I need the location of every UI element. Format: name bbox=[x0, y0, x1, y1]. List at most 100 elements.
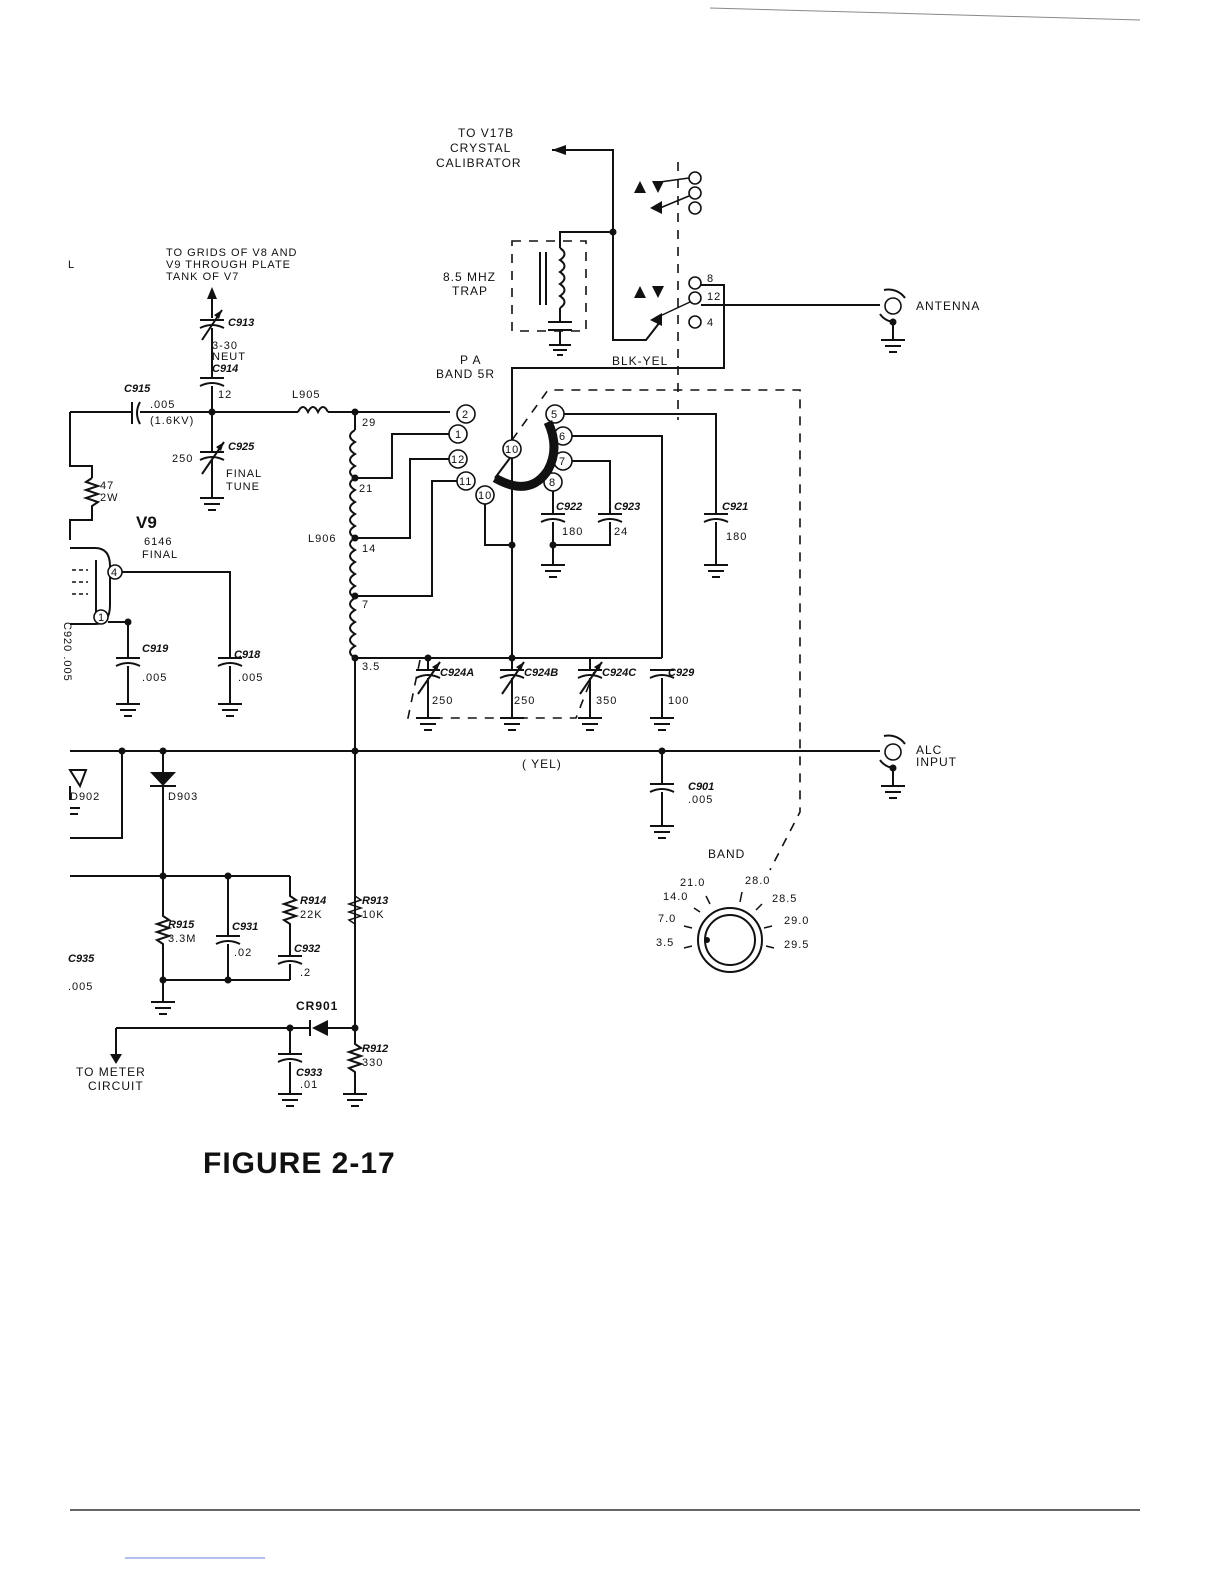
svg-text:C913: C913 bbox=[228, 317, 254, 329]
arrow-to-grids bbox=[207, 287, 217, 299]
svg-text:250: 250 bbox=[514, 695, 535, 707]
svg-text:3.5: 3.5 bbox=[656, 937, 674, 949]
svg-text:.2: .2 bbox=[300, 967, 311, 979]
svg-text:C924B: C924B bbox=[524, 667, 558, 679]
svg-text:.005: .005 bbox=[68, 981, 93, 993]
r912-resistor: R912 330 bbox=[343, 1028, 388, 1107]
wire-detector-ground bbox=[162, 979, 290, 1002]
svg-text:L905: L905 bbox=[292, 389, 320, 401]
svg-text:V9: V9 bbox=[136, 513, 157, 532]
svg-text:11: 11 bbox=[459, 476, 472, 488]
antenna-label: ANTENNA bbox=[916, 299, 980, 313]
c924c-capacitor: C924C 350 bbox=[577, 658, 637, 731]
svg-text:28.5: 28.5 bbox=[772, 893, 797, 905]
c913-capacitor: C913 3-30 NEUT bbox=[199, 309, 254, 378]
wire-pin5 bbox=[564, 413, 717, 514]
svg-text:TO V17B: TO V17B bbox=[458, 126, 514, 140]
c932-capacitor: C932 .2 bbox=[277, 943, 320, 980]
svg-text:14.0: 14.0 bbox=[663, 891, 688, 903]
svg-text:C924A: C924A bbox=[440, 667, 474, 679]
svg-text:6146: 6146 bbox=[144, 536, 172, 548]
svg-text:C923: C923 bbox=[614, 501, 640, 513]
v9-tube: V9 6146 FINAL 4 1 bbox=[70, 513, 231, 658]
ground-detector bbox=[151, 1001, 175, 1015]
wire-pin7 bbox=[572, 460, 611, 514]
svg-text:21: 21 bbox=[359, 483, 373, 495]
blk-yel-label: BLK-YEL bbox=[612, 354, 668, 368]
svg-text:2: 2 bbox=[462, 409, 469, 421]
svg-text:5: 5 bbox=[551, 409, 558, 421]
svg-text:CALIBRATOR: CALIBRATOR bbox=[436, 156, 522, 170]
svg-text:100: 100 bbox=[668, 695, 689, 707]
svg-text:TO METER: TO METER bbox=[76, 1065, 146, 1079]
svg-text:BAND: BAND bbox=[708, 847, 745, 861]
svg-text:C922: C922 bbox=[556, 501, 582, 513]
svg-text:INPUT: INPUT bbox=[916, 755, 957, 769]
band-switch-wiper bbox=[492, 420, 559, 491]
svg-text:.005: .005 bbox=[142, 672, 167, 684]
svg-text:.01: .01 bbox=[300, 1079, 318, 1091]
l905-inductor: L905 bbox=[212, 389, 355, 415]
relay-lower: 8 12 4 bbox=[634, 273, 720, 329]
to-meter-label: TO METER CIRCUIT bbox=[76, 1065, 146, 1093]
svg-text:29: 29 bbox=[362, 417, 376, 429]
svg-text:C929: C929 bbox=[668, 667, 695, 679]
c931-capacitor: C931 .02 bbox=[215, 876, 258, 980]
svg-text:3.5: 3.5 bbox=[362, 661, 380, 673]
pa-band-label: P A BAND 5R bbox=[436, 353, 495, 381]
svg-text:7: 7 bbox=[559, 456, 566, 468]
c914-capacitor: C914 12 bbox=[199, 363, 238, 412]
svg-text:7: 7 bbox=[362, 599, 369, 611]
svg-text:3.3M: 3.3M bbox=[168, 933, 196, 945]
c922-capacitor: C922 180 bbox=[540, 501, 582, 578]
band-switch-shaft-link bbox=[511, 389, 801, 871]
svg-text:TO GRIDS OF V8 AND: TO GRIDS OF V8 AND bbox=[166, 247, 298, 259]
c901-capacitor: C901 .005 bbox=[649, 751, 714, 839]
wire-pin6 bbox=[572, 435, 663, 658]
alc-label: ALC bbox=[916, 743, 942, 757]
svg-text:C918: C918 bbox=[234, 649, 261, 661]
svg-text:R913: R913 bbox=[362, 895, 388, 907]
svg-text:7.0: 7.0 bbox=[658, 913, 676, 925]
svg-text:8.5 MHZ: 8.5 MHZ bbox=[443, 270, 496, 284]
svg-text:(1.6KV): (1.6KV) bbox=[150, 415, 194, 427]
svg-text:8: 8 bbox=[707, 273, 714, 285]
alc-jack: ALC INPUT bbox=[879, 734, 957, 799]
r914-resistor: R914 22K bbox=[280, 876, 326, 956]
svg-text:CR901: CR901 bbox=[296, 999, 338, 1013]
svg-text:.005: .005 bbox=[688, 794, 713, 806]
wire-blk-yel bbox=[511, 284, 725, 445]
left-edge-cap-label: C920 .005 bbox=[61, 622, 73, 682]
svg-text:8: 8 bbox=[549, 477, 556, 489]
c924b-capacitor: C924B 250 bbox=[499, 658, 558, 731]
svg-text:350: 350 bbox=[596, 695, 617, 707]
d903-diode: D903 bbox=[150, 751, 197, 876]
c935-capacitor: C935 .005 bbox=[68, 953, 95, 993]
svg-text:12: 12 bbox=[451, 454, 465, 466]
r915-resistor: R915 3.3M bbox=[153, 876, 196, 980]
svg-text:10K: 10K bbox=[362, 909, 385, 921]
svg-text:P A: P A bbox=[460, 353, 481, 367]
svg-text:BAND 5R: BAND 5R bbox=[436, 367, 495, 381]
svg-text:14: 14 bbox=[362, 543, 376, 555]
svg-text:250: 250 bbox=[172, 453, 193, 465]
c918-capacitor: C918 .005 bbox=[217, 649, 263, 717]
svg-text:2W: 2W bbox=[100, 492, 119, 504]
svg-text:CIRCUIT: CIRCUIT bbox=[88, 1079, 144, 1093]
antenna-jack: ANTENNA bbox=[879, 288, 980, 353]
svg-text:3-30: 3-30 bbox=[212, 340, 238, 352]
arrow-meter bbox=[110, 1054, 122, 1064]
svg-text:.005: .005 bbox=[238, 672, 263, 684]
c924a-capacitor: C924A 250 bbox=[415, 658, 474, 731]
wire-pin10b bbox=[484, 504, 512, 546]
svg-text:.005: .005 bbox=[150, 399, 175, 411]
svg-text:21.0: 21.0 bbox=[680, 877, 705, 889]
svg-text:TUNE: TUNE bbox=[226, 481, 260, 493]
svg-text:29.0: 29.0 bbox=[784, 915, 809, 927]
to-grids-label: TO GRIDS OF V8 AND V9 THROUGH PLATE TANK… bbox=[166, 247, 298, 283]
svg-text:C925: C925 bbox=[228, 441, 255, 453]
svg-text:180: 180 bbox=[726, 531, 747, 543]
svg-text:28.0: 28.0 bbox=[745, 875, 770, 887]
svg-text:1: 1 bbox=[455, 429, 462, 441]
